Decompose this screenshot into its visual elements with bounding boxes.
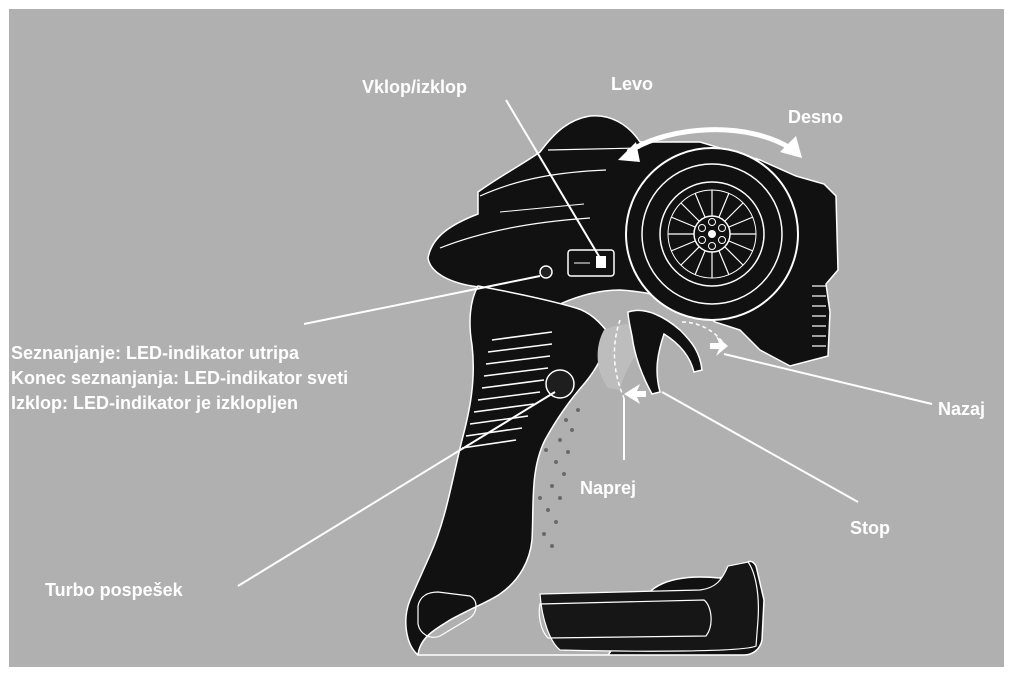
label-stop: Stop [850,519,890,537]
leader-line-back [724,354,932,404]
label-power-off: Izklop: LED-indikator je izklopljen [11,391,348,416]
led-indicator [540,266,552,278]
label-left: Levo [611,75,653,93]
label-pairing: Seznanjanje: LED-indikator utripa [11,341,348,366]
led-status-legend: Seznanjanje: LED-indikator utripa Konec … [11,341,348,416]
power-switch [568,250,614,276]
label-back: Nazaj [938,400,985,418]
throttle-trigger [598,310,728,404]
label-power-switch: Vklop/izklop [362,78,467,96]
steering-wheel [626,148,798,320]
label-right: Desno [788,108,843,126]
label-pairing-done: Konec seznanjanja: LED-indikator sveti [11,366,348,391]
label-turbo: Turbo pospešek [45,581,183,599]
leader-line-stop [662,392,858,502]
label-forward: Naprej [580,479,636,497]
